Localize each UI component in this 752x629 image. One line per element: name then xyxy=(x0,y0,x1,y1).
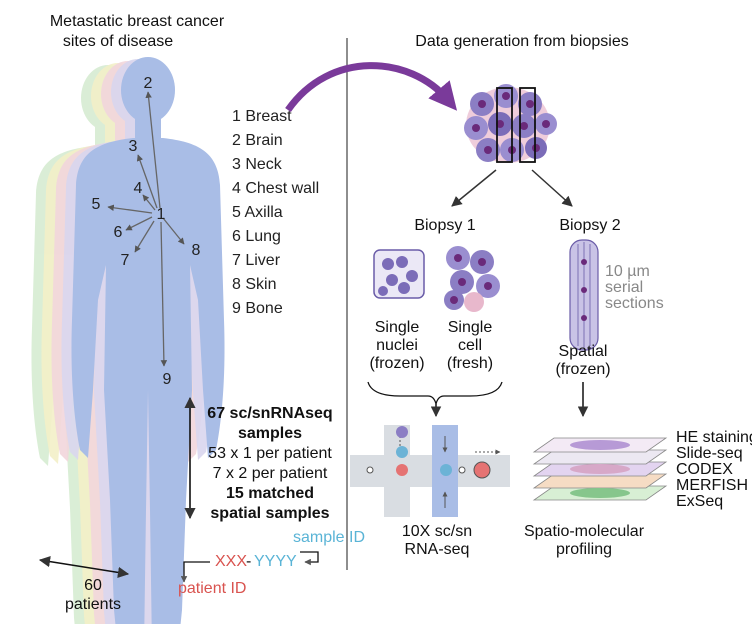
left-title-line1: Metastatic breast cancer xyxy=(50,13,225,30)
serial-word: serial xyxy=(605,279,643,296)
cell-line2: cell xyxy=(458,337,482,354)
site-numbers: 1 2 3 4 5 6 7 8 9 xyxy=(92,75,201,388)
right-title: Data generation from biopsies xyxy=(415,33,628,50)
tissue-biopsy-image xyxy=(464,84,557,163)
cell-line1: Single xyxy=(448,319,493,336)
serial-section-image xyxy=(569,239,599,351)
samples-total: 67 sc/snRNAseq xyxy=(207,405,332,422)
patients-range-arrow xyxy=(38,556,130,578)
left-title-line2: sites of disease xyxy=(63,33,173,50)
matched-count: 15 matched xyxy=(226,485,314,502)
spatial-line2: (frozen) xyxy=(555,361,610,378)
samples-total-word: samples xyxy=(238,425,302,442)
site-number-5: 5 xyxy=(92,196,101,213)
flow-arrow xyxy=(285,62,458,113)
site-label-lung: 6 Lung xyxy=(232,228,281,245)
nuclei-line2: nuclei xyxy=(376,337,418,354)
stacked-slides-image xyxy=(532,437,668,501)
site-label-skin: 8 Skin xyxy=(232,276,276,293)
matched-spatial: spatial samples xyxy=(210,505,329,522)
curly-brace xyxy=(367,381,503,405)
site-number-4: 4 xyxy=(134,180,143,197)
site-label-liver: 7 Liver xyxy=(232,252,281,269)
single-cell-image xyxy=(444,246,500,312)
nuclei-line3: (frozen) xyxy=(369,355,424,372)
spatio-line2: profiling xyxy=(556,541,612,558)
cell-line3: (fresh) xyxy=(447,355,493,372)
method-slide-seq: Slide-seq xyxy=(676,445,743,462)
single-nuclei-image xyxy=(373,249,425,299)
arrow-to-biopsy1 xyxy=(451,169,497,207)
spatio-line1: Spatio-molecular xyxy=(524,523,645,540)
site-number-3: 3 xyxy=(129,138,138,155)
method-exseq: ExSeq xyxy=(676,493,723,510)
site-number-6: 6 xyxy=(114,224,123,241)
site-number-2: 2 xyxy=(144,75,153,92)
serial-sections: sections xyxy=(605,295,664,312)
site-label-brain: 2 Brain xyxy=(232,132,283,149)
patient-id-label: patient ID xyxy=(178,580,246,597)
serial-size: 10 µm xyxy=(605,263,650,280)
biopsy2-label: Biopsy 2 xyxy=(559,217,620,234)
site-label-neck: 3 Neck xyxy=(232,156,283,173)
method-he-staining: HE staining xyxy=(676,429,752,446)
tenx-line1: 10X sc/sn xyxy=(402,523,472,540)
id-separator: - xyxy=(246,553,251,570)
site-label-chest-wall: 4 Chest wall xyxy=(232,180,319,197)
site-label-axilla: 5 Axilla xyxy=(232,204,283,221)
microfluidic-chip-image xyxy=(350,425,510,517)
site-list: 1 Breast 2 Brain 3 Neck 4 Chest wall 5 A… xyxy=(232,108,319,317)
site-number-8: 8 xyxy=(192,242,201,259)
arrow-to-biopsy2 xyxy=(531,169,573,207)
samples-single: 53 x 1 per patient xyxy=(208,445,332,462)
method-codex: CODEX xyxy=(676,461,733,478)
sample-id-label: sample ID xyxy=(293,529,365,546)
site-number-7: 7 xyxy=(121,252,130,269)
patients-label: patients xyxy=(65,596,121,613)
sample-id-bracket xyxy=(300,551,319,566)
site-number-1: 1 xyxy=(157,206,166,223)
id-sample-part: YYYY xyxy=(254,553,297,570)
nuclei-line1: Single xyxy=(375,319,420,336)
site-arrows xyxy=(107,91,185,367)
site-label-bone: 9 Bone xyxy=(232,300,283,317)
method-merfish: MERFISH xyxy=(676,477,748,494)
id-patient-part: XXX xyxy=(215,553,247,570)
biopsy1-label: Biopsy 1 xyxy=(414,217,475,234)
samples-double: 7 x 2 per patient xyxy=(213,465,328,482)
site-number-9: 9 xyxy=(163,371,172,388)
patients-count: 60 xyxy=(84,577,102,594)
tenx-line2: RNA-seq xyxy=(405,541,470,558)
spatial-line1: Spatial xyxy=(559,343,608,360)
site-label-breast: 1 Breast xyxy=(232,108,292,125)
patient-id-bracket xyxy=(180,561,210,583)
